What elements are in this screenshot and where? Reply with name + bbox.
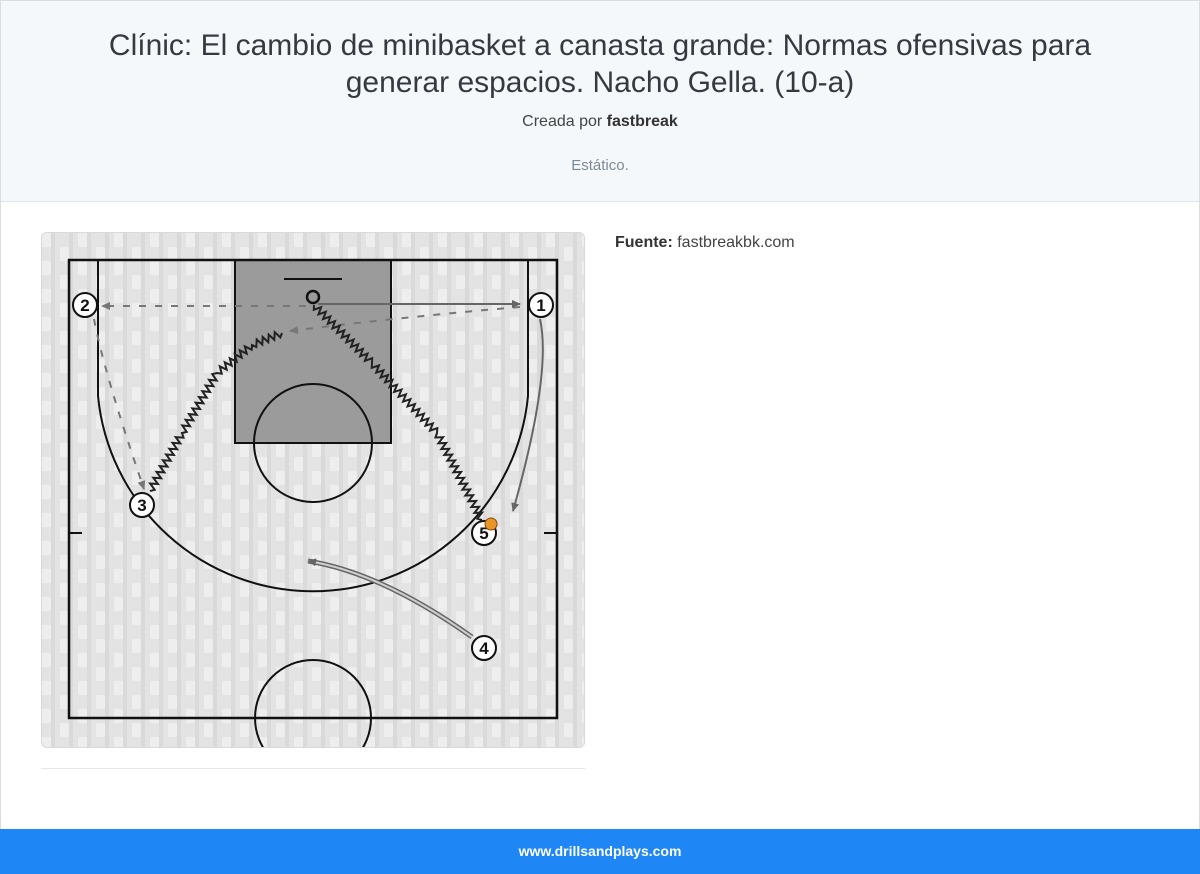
hoop	[305, 289, 321, 305]
site-footer: www.drillsandplays.com	[0, 829, 1200, 874]
page-title: Clínic: El cambio de minibasket a canast…	[108, 29, 1092, 99]
player-circle	[129, 492, 155, 518]
free-throw-circle	[253, 383, 373, 503]
court-diagram: 1 2 3 4 5	[41, 232, 585, 748]
player-label: 3	[137, 496, 146, 515]
ball-icon	[484, 517, 498, 531]
center-circle	[254, 659, 372, 747]
player-label: 5	[479, 524, 488, 543]
pass-arrow	[289, 306, 521, 334]
player-label: 1	[536, 296, 545, 315]
three-point-line	[97, 260, 529, 593]
player-5[interactable]: 5	[471, 517, 498, 546]
author-byline: Creada por fastbreak	[1, 113, 1199, 131]
dribble-path	[148, 330, 283, 492]
byline-prefix: Creada por	[522, 113, 603, 130]
player-3[interactable]: 3	[129, 492, 155, 518]
dribble-path	[312, 304, 485, 521]
player-circle	[528, 292, 554, 318]
source-line: Fuente: fastbreakbk.com	[615, 234, 795, 252]
player-4[interactable]: 4	[471, 635, 497, 661]
source-value[interactable]: fastbreakbk.com	[677, 234, 795, 251]
player-1[interactable]: 1	[528, 292, 554, 318]
author-link[interactable]: fastbreak	[606, 113, 678, 130]
player-label: 2	[80, 296, 89, 315]
source-label: Fuente:	[615, 234, 673, 251]
paint-area	[234, 259, 392, 444]
player-2[interactable]: 2	[72, 292, 98, 318]
page-header: Clínic: El cambio de minibasket a canast…	[1, 1, 1199, 202]
status-text: Estático.	[571, 157, 629, 174]
player-label: 4	[479, 639, 489, 658]
court-boundary	[67, 258, 559, 720]
cut-arrow	[511, 318, 544, 512]
footer-site-link[interactable]: www.drillsandplays.com	[518, 843, 682, 859]
cut-arrow	[307, 558, 473, 638]
card-divider	[41, 768, 585, 769]
player-circle	[471, 635, 497, 661]
pass-arrow	[93, 318, 146, 490]
player-circle	[72, 292, 98, 318]
court-svg: 1 2 3 4 5	[42, 233, 584, 747]
